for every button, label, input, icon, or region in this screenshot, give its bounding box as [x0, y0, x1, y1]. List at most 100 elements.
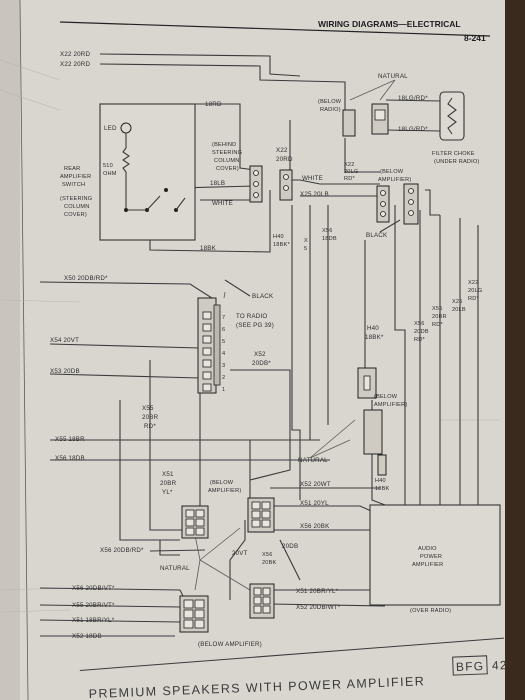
label-below-amp-mid-1: (BELOW	[374, 394, 398, 400]
filter-choke	[439, 91, 465, 141]
pin-7: 7	[222, 315, 225, 321]
amp-connector-low	[249, 583, 275, 619]
label-x55-20br-vt: X55 20BR/VT*	[72, 602, 115, 609]
page-header: WIRING DIAGRAMS—ELECTRICAL 8-241	[59, 19, 491, 43]
label-x55-18br-1: X	[304, 238, 308, 244]
label-x52: X52	[254, 351, 266, 358]
header-title: WIRING DIAGRAMS—ELECTRICAL	[318, 19, 461, 29]
label-x52-18db: X52 18DB	[72, 633, 102, 640]
label-x22-lg-v-2: 20LG	[468, 288, 482, 294]
label-h40-mid-2: 18BK*	[365, 334, 384, 341]
label-over-radio: (OVER RADIO)	[410, 608, 451, 614]
label-x25-v-1: X25	[452, 299, 463, 305]
label-x55-20br-rd-3: RD*	[432, 322, 443, 328]
label-filter-choke: FILTER CHOKE	[432, 151, 475, 157]
label-audio: AUDIO	[418, 546, 437, 552]
label-amplifier-box: AMPLIFIER	[412, 562, 443, 568]
label-20vt: 20VT	[232, 550, 248, 557]
bleed-through-lines	[0, 59, 500, 613]
label-510: 510	[103, 163, 113, 169]
radio-connectors	[342, 103, 389, 137]
pin-3: 3	[222, 363, 225, 369]
label-x51-20br-yl: X51 20BR/YL*	[296, 588, 339, 595]
label-x50: X50 20DB/RD*	[64, 275, 108, 282]
label-x55-20br-1: X55	[142, 405, 154, 412]
label-x53: X53 20DB	[50, 368, 80, 375]
pin-6: 6	[222, 327, 225, 333]
label-x55-18br-h: X55 18BR	[55, 436, 85, 443]
pin-1: 1	[222, 387, 225, 393]
label-x55-20br-rd-1: X55	[432, 306, 443, 312]
label-x22-a: X22 20RD	[60, 51, 90, 58]
label-x51-3: YL*	[162, 489, 173, 496]
label-18lg-rd-2: 18LG/RD*	[398, 126, 428, 133]
label-black-radio: BLACK	[252, 293, 274, 300]
label-x54: X54 20VT	[50, 337, 79, 344]
label-20db-star: 20DB*	[252, 360, 271, 367]
label-below-radio-1: (BELOW	[318, 99, 342, 105]
gutter-line	[19, 0, 29, 700]
label-x51-20yl: X51 20YL	[300, 500, 329, 507]
label-steering-2: COLUMN	[64, 204, 89, 210]
amp-connector-center	[247, 497, 275, 533]
switch-housing	[99, 103, 196, 241]
h40-connector	[357, 367, 387, 476]
label-x56-18db-2: 18DB	[322, 236, 337, 242]
label-h40-2: 18BK*	[273, 242, 290, 248]
label-x22-lg-3: RD*	[344, 176, 355, 182]
label-x56-20db-rd-3: RD*	[414, 337, 425, 343]
label-amplifier: AMPLIFIER	[60, 174, 91, 180]
wire-labels: X22 20RD X22 20RD NATURAL (BELOW RADIO) …	[50, 51, 482, 648]
label-below-amp-top-1: (BELOW	[380, 169, 404, 175]
label-natural-mid: NATURAL	[298, 457, 328, 464]
label-x56-18db-h: X56 18DB	[55, 455, 85, 462]
label-x56-20bk: X56 20BK	[300, 523, 330, 530]
label-x56-20db-rd-2: 20DB	[414, 329, 429, 335]
label-behind-4: COVER)	[216, 166, 239, 172]
label-steering-1: (STEERING	[60, 196, 92, 202]
label-power: POWER	[420, 554, 442, 560]
header-page-number: 8-241	[464, 33, 486, 43]
page-footer: PREMIUM SPEAKERS WITH POWER AMPLIFIER BF…	[79, 637, 508, 700]
label-18rd: 18RD	[205, 101, 222, 108]
label-x22-lg-v-3: RD*	[468, 296, 479, 302]
label-x56-v-2: 20BK	[262, 560, 277, 566]
label-18lb: 18LB	[210, 180, 225, 187]
label-18lg-rd-1: 18LG/RD*	[398, 95, 428, 102]
pin-5: 5	[222, 339, 225, 345]
label-steering-3: COVER)	[64, 212, 87, 218]
label-h40-1: H40	[273, 234, 284, 240]
label-x51-18br-yl: X51 18BR/YL*	[72, 617, 115, 624]
label-x22-lg-1: X22	[344, 162, 355, 168]
label-h40-low-2: 18BK	[375, 486, 390, 492]
label-x55-20br-2: 20BR	[142, 414, 159, 421]
footer-rule	[79, 637, 504, 671]
label-natural-low: NATURAL	[160, 565, 190, 572]
label-behind-2: STEERING	[212, 150, 242, 156]
label-x52-20db-wt: X52 20DB/WT*	[296, 604, 341, 611]
label-see-pg: (SEE PG 39)	[236, 322, 274, 329]
label-18bk: 18BK	[200, 245, 217, 252]
switch-contact-icon	[146, 195, 161, 211]
label-x22-lg-2: 20LG	[344, 169, 358, 175]
label-white-1: WHITE	[212, 200, 233, 207]
label-h40-low-1: H40	[375, 478, 386, 484]
label-rear: REAR	[64, 166, 80, 172]
label-x22-b: X22 20RD	[60, 61, 90, 68]
footer-title: PREMIUM SPEAKERS WITH POWER AMPLIFIER	[89, 674, 426, 700]
label-led: LED	[104, 125, 117, 132]
label-below-amp-top-2: AMPLIFIER)	[378, 177, 411, 183]
label-below-amp-low-2: AMPLIFIER)	[208, 488, 241, 494]
label-behind-1: (BEHIND	[212, 142, 236, 148]
below-amplifier-connectors-top	[376, 183, 419, 225]
label-x22-lg-v-1: X22	[468, 280, 479, 286]
label-x51-1: X51	[162, 471, 174, 478]
label-x52-20wt: X52 20WT	[300, 481, 331, 488]
label-x51-2: 20BR	[160, 480, 177, 487]
label-x25-v-2: 20LB	[452, 307, 466, 313]
label-below-amp-bottom: (BELOW AMPLIFIER)	[198, 641, 262, 648]
footer-number: 42	[492, 658, 508, 673]
label-natural-top: NATURAL	[378, 73, 408, 80]
label-under-radio: (UNDER RADIO)	[434, 159, 480, 165]
